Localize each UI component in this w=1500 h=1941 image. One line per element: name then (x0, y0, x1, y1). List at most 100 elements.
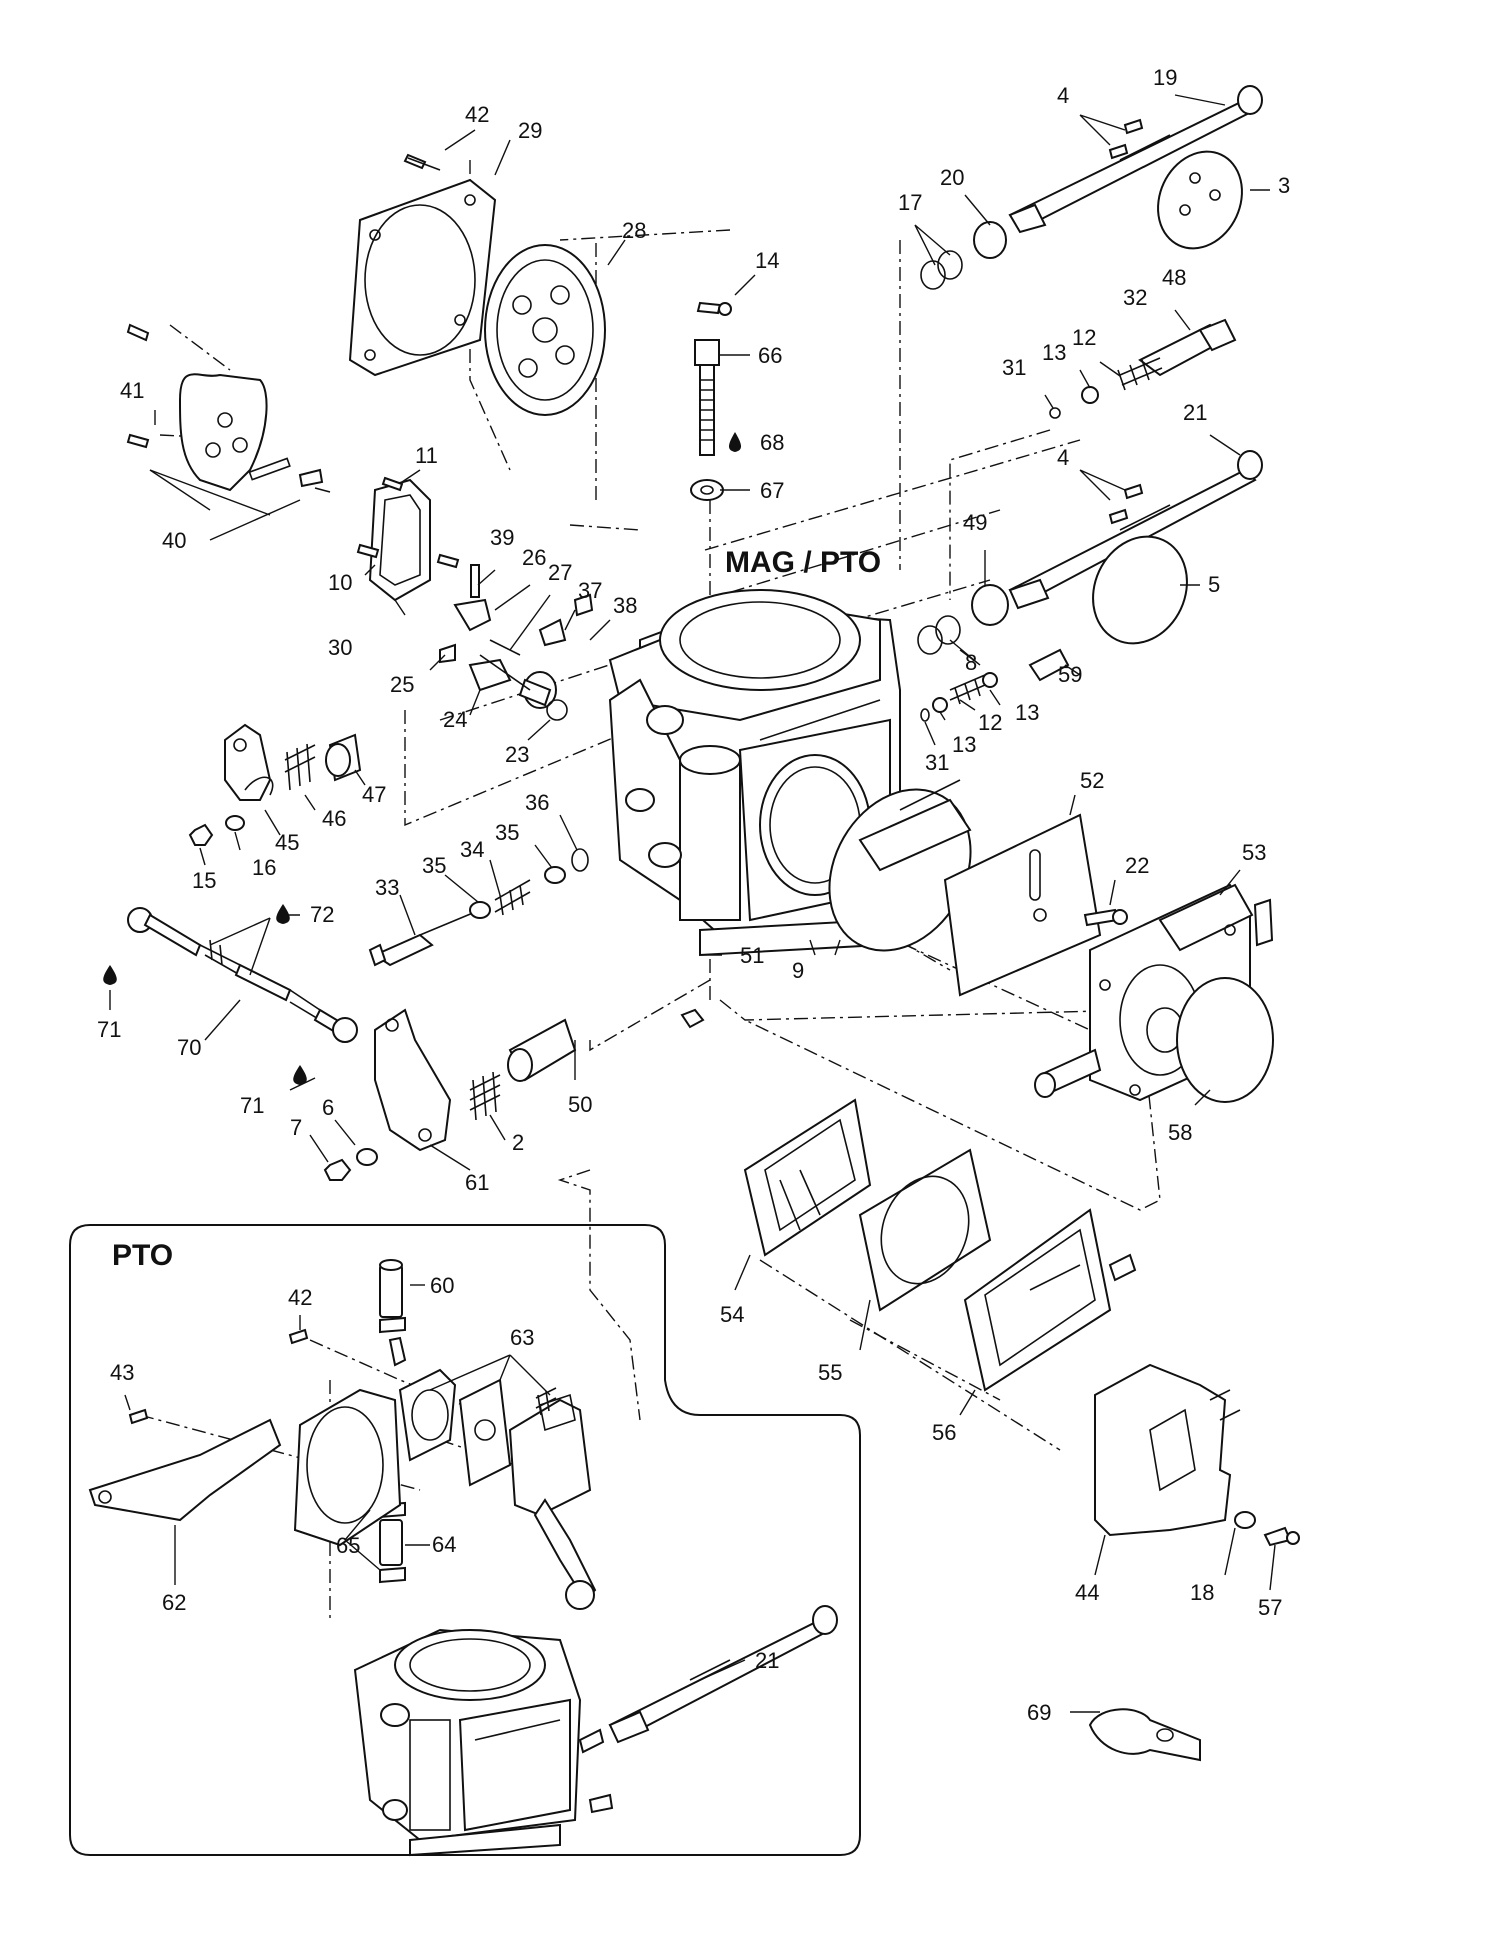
callout-48: 48 (1162, 265, 1186, 290)
callout-50: 50 (568, 1092, 592, 1117)
part-callouts: 42 29 28 19 4 3 17 20 14 66 68 67 41 40 … (97, 65, 1290, 1725)
gasket-30 (356, 476, 431, 602)
callout-18: 18 (1190, 1580, 1214, 1605)
callout-64: 64 (432, 1532, 456, 1557)
callout-10: 10 (328, 570, 352, 595)
nut-51 (680, 1008, 705, 1029)
callout-16: 16 (252, 855, 276, 880)
lever-45-group (188, 723, 362, 846)
callout-42b: 42 (288, 1285, 312, 1310)
callout-33: 33 (375, 875, 399, 900)
callout-60: 60 (430, 1273, 454, 1298)
callout-52: 52 (1080, 768, 1104, 793)
callout-8: 8 (965, 650, 977, 675)
callout-9: 9 (792, 958, 804, 983)
callout-22: 22 (1125, 853, 1149, 878)
callout-67: 67 (760, 478, 784, 503)
callout-46: 46 (322, 806, 346, 831)
callout-65: 65 (336, 1533, 360, 1558)
callout-4b: 4 (1057, 445, 1069, 470)
callout-58: 58 (1168, 1120, 1192, 1145)
callout-38: 38 (613, 593, 637, 618)
mixture-screw-33 (368, 848, 589, 967)
throttle-shaft-21 (917, 450, 1263, 655)
callout-40: 40 (162, 528, 186, 553)
callout-12: 12 (1072, 325, 1096, 350)
idle-screw-group (1049, 318, 1237, 419)
callout-31: 31 (1002, 355, 1026, 380)
callout-13c: 13 (952, 732, 976, 757)
callout-21b: 21 (755, 1648, 779, 1673)
callout-45: 45 (275, 830, 299, 855)
callout-66: 66 (758, 343, 782, 368)
callout-23: 23 (505, 742, 529, 767)
callout-31b: 31 (925, 750, 949, 775)
plate-54 (743, 1098, 872, 1257)
callout-39: 39 (490, 525, 514, 550)
callout-19: 19 (1153, 65, 1177, 90)
inset-title: PTO (112, 1239, 173, 1272)
gasket-9 (828, 779, 972, 952)
callout-4: 4 (1057, 83, 1069, 108)
callout-12b: 12 (978, 710, 1002, 735)
main-assembly-title: MAG / PTO (725, 546, 881, 579)
callout-7: 7 (290, 1115, 302, 1140)
callout-37: 37 (578, 578, 602, 603)
callout-25: 25 (390, 672, 414, 697)
pto-inset-parts (88, 1259, 838, 1857)
plate-52 (943, 813, 1102, 997)
callout-57: 57 (1258, 1595, 1282, 1620)
callout-43: 43 (110, 1360, 134, 1385)
callout-62: 62 (162, 1590, 186, 1615)
callout-71b: 71 (240, 1093, 264, 1118)
adjust-screw-59 (920, 648, 1070, 722)
callout-47: 47 (362, 782, 386, 807)
center-bolts (690, 301, 732, 501)
callout-35b: 35 (422, 853, 446, 878)
callout-71: 71 (97, 1017, 121, 1042)
callout-42: 42 (465, 102, 489, 127)
diaphragm-cover-assembly (348, 153, 606, 416)
callout-69: 69 (1027, 1700, 1051, 1725)
callout-20: 20 (940, 165, 964, 190)
callout-13: 13 (1042, 340, 1066, 365)
callout-24: 24 (443, 707, 467, 732)
link-rod-70 (127, 907, 358, 1043)
callout-44: 44 (1075, 1580, 1099, 1605)
callout-56: 56 (932, 1420, 956, 1445)
callout-59: 59 (1058, 662, 1082, 687)
callout-68: 68 (760, 430, 784, 455)
callout-21: 21 (1183, 400, 1207, 425)
clamp-69 (1088, 1708, 1201, 1762)
end-cover-40 (126, 323, 331, 541)
throttle-shaft-19 (920, 85, 1263, 290)
callout-30: 30 (328, 635, 352, 660)
callout-17: 17 (898, 190, 922, 215)
bracket-44 (1094, 1363, 1300, 1547)
callout-29: 29 (518, 118, 542, 143)
callout-36: 36 (525, 790, 549, 815)
callout-49: 49 (963, 510, 987, 535)
callout-6: 6 (322, 1095, 334, 1120)
callout-53: 53 (1242, 840, 1266, 865)
fuel-pump-53 (1034, 883, 1274, 1103)
callout-32: 32 (1123, 285, 1147, 310)
callout-26: 26 (522, 545, 546, 570)
lever-61-group (323, 1008, 577, 1181)
callout-55: 55 (818, 1360, 842, 1385)
callout-61: 61 (465, 1170, 489, 1195)
plate-55 (858, 1148, 992, 1312)
callout-34: 34 (460, 837, 484, 862)
callout-51: 51 (740, 943, 764, 968)
leader-lines (109, 94, 1276, 1713)
pto-inset-frame (69, 1224, 861, 1856)
callout-63: 63 (510, 1325, 534, 1350)
needle-valve-group (436, 553, 594, 721)
callout-27: 27 (548, 560, 572, 585)
callout-70: 70 (177, 1035, 201, 1060)
callout-3: 3 (1278, 173, 1290, 198)
callout-14: 14 (755, 248, 779, 273)
callout-28: 28 (622, 218, 646, 243)
callout-13b: 13 (1015, 700, 1039, 725)
callout-2: 2 (512, 1130, 524, 1155)
